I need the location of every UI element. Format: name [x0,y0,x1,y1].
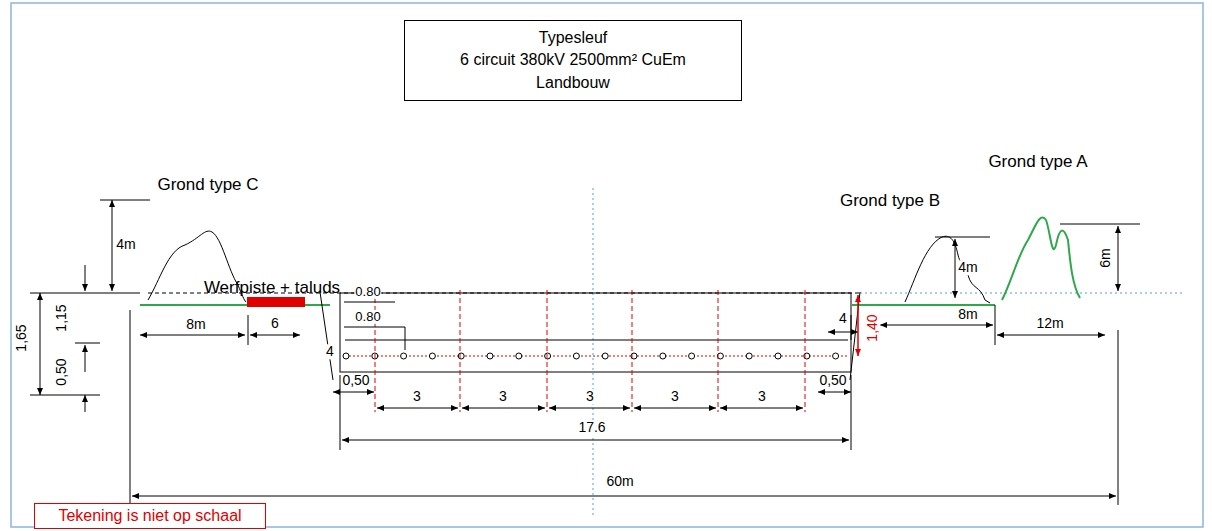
cable [545,353,551,359]
cable [775,353,781,359]
cable [573,353,579,359]
dimension: 1,15 [54,303,69,332]
title-line: Landbouw [413,72,733,94]
title-box: Typesleuf6 circuit 380kV 2500mm² CuEmLan… [404,20,742,101]
dimension: 60m [605,474,634,489]
circuit-axis [460,290,461,412]
dimension: 3 [585,389,595,404]
cables [343,353,839,359]
depth-dimension [857,295,859,356]
cable [833,353,839,359]
frame [11,3,1203,527]
dimension: 3 [670,389,680,404]
cable [746,353,752,359]
werfpiste [247,297,305,307]
dimension: 8m [957,307,978,322]
dimension: 3 [498,389,508,404]
circuit-axis [632,290,633,412]
area-label: Werfpiste + taluds [203,279,341,298]
title-line: 6 circuit 380kV 2500mm² CuEm [413,49,733,71]
backfill-line [345,340,848,341]
dimension: 0.80 [354,285,381,299]
dimension: 0,50 [54,357,69,386]
cable [602,353,608,359]
dimension: 0,50 [341,373,370,388]
cable [458,353,464,359]
dimension: 3 [757,389,767,404]
cable [429,353,435,359]
circuit-axes [375,290,805,412]
cable [487,353,493,359]
cable [689,353,695,359]
dimension: 6m [1098,247,1113,268]
cable [516,353,522,359]
cable [401,353,407,359]
cable [660,353,666,359]
dimension: 4 [838,311,848,326]
title-line: Typesleuf [413,27,733,49]
trench-slope [320,292,860,380]
dimension: 8m [185,317,206,332]
note-box: Tekening is niet op schaal [34,503,266,529]
ground-surface [852,304,995,306]
dimension: 0,50 [818,373,847,388]
soil-pile-a [1002,218,1080,300]
soil-type: Grond type C [156,176,259,195]
circuit-axis [805,290,806,412]
dimension: 12m [1035,316,1064,331]
dimension: 6 [270,316,280,331]
dimension-lines [30,200,1140,505]
dimension: 0.80 [354,310,381,324]
dimension: 4m [115,237,136,252]
circuit-axis [547,290,548,412]
dimension: 4m [957,260,978,275]
dimension: 3 [412,389,422,404]
trench [340,293,851,372]
dimension: 4 [325,344,335,359]
note-text: Tekening is niet op schaal [41,505,259,527]
soil-type: Grond type B [839,192,941,211]
depth-dimension: 1,40 [865,313,880,342]
soil-type: Grond type A [987,153,1088,172]
cable [343,353,349,359]
circuit-axis [718,290,719,412]
circuit-axis [375,290,376,412]
center-line [593,188,594,515]
soil-pile-b [905,236,990,303]
dimension: 17.6 [577,420,606,435]
cable-axis [345,356,848,357]
dimension: 1,65 [14,323,29,352]
